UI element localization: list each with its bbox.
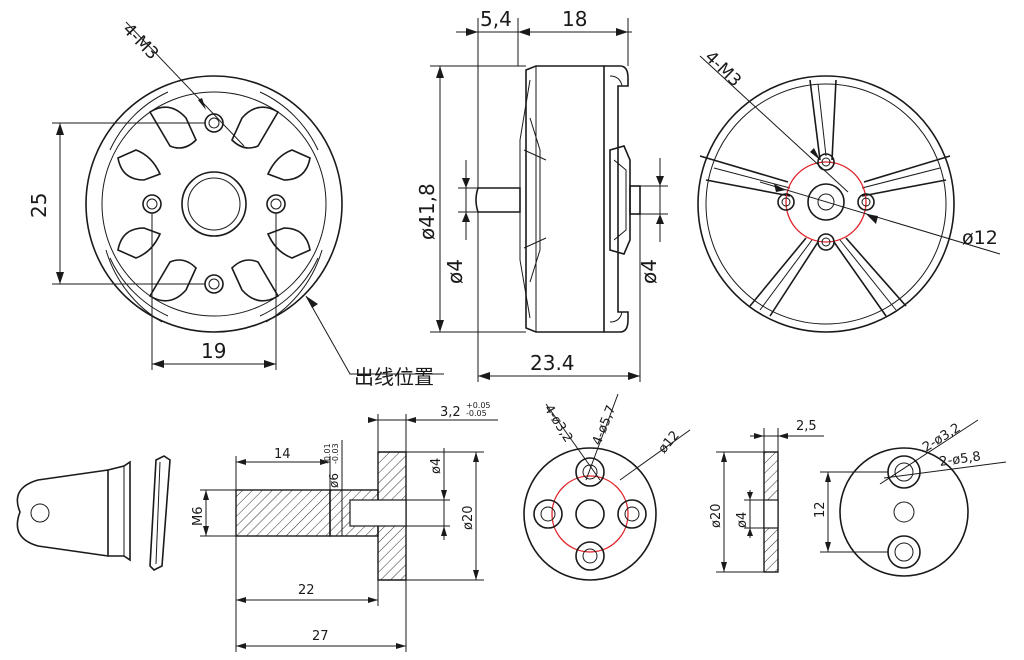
adapter-thread-label: M6 <box>191 507 206 527</box>
adapter-bore-tol-up: -0.01 <box>323 443 332 464</box>
prop-nut <box>16 460 131 562</box>
adapter-length-22-label: 22 <box>298 583 315 598</box>
shaft-left-dia-label: ø4 <box>443 259 467 284</box>
thickness-a-label: 5,4 <box>480 7 512 31</box>
washer-holes-a-label: 2-ø3,2 <box>920 421 963 456</box>
adapter-length-14-label: 14 <box>274 447 291 462</box>
adapter-face: 4-ø3,2 4-ø5,7 ø12 <box>523 393 691 581</box>
washer-inner-dia-label: ø4 <box>735 512 750 528</box>
front-circle-label: ø12 <box>962 227 998 249</box>
rear-spacing-v-label: 25 <box>27 193 51 218</box>
rear-holes-label: 4-M3 <box>118 20 162 64</box>
prop-washer-side <box>149 455 171 571</box>
adapter-flange-tol-dn: -0.05 <box>466 409 487 418</box>
shaft-right-dia-label: ø4 <box>637 259 661 284</box>
washer-thickness-label: 2,5 <box>796 419 817 434</box>
front-bolt-circle <box>785 161 867 243</box>
front-holes-label: 4-M3 <box>701 47 745 91</box>
mount-circle-label: ø12 <box>656 428 683 456</box>
width-label: 23.4 <box>530 351 575 375</box>
washer-spacing-label: 12 <box>813 501 828 518</box>
front-view: 4-M3 ø12 <box>697 47 1001 333</box>
adapter-bore-label: ø6 <box>327 473 341 488</box>
rear-spoke-cutouts <box>117 106 311 302</box>
thickness-b-label: 18 <box>562 7 587 31</box>
washer-holes-b-label: 2-ø5,8 <box>938 449 981 470</box>
rear-view: 4-M3 25 19 出线位置 <box>27 20 444 389</box>
wire-exit-label: 出线位置 <box>354 365 434 389</box>
side-view: 5,4 18 ø41,8 ø4 ø4 23.4 <box>415 7 668 382</box>
adapter-flange-tol-up: +0.05 <box>466 401 491 410</box>
adapter-bolt-circle <box>551 475 629 553</box>
front-spokes <box>699 79 951 317</box>
prop-adapter: 14 M6 ø6 -0.01 -0.03 3,2 +0.05 -0.05 ø4 <box>191 401 498 652</box>
washer-dia-label: ø20 <box>709 504 724 529</box>
mount-holes-b-label: 4-ø5,7 <box>590 403 619 447</box>
adapter-flange-label: 3,2 <box>440 405 461 420</box>
adapter-inner-dia-label: ø4 <box>429 458 444 474</box>
adapter-dia-label: ø20 <box>461 506 476 531</box>
adapter-length-27-label: 27 <box>312 629 329 644</box>
diameter-label: ø41,8 <box>415 183 439 240</box>
mount-holes-a-label: 4-ø3,2 <box>541 402 576 445</box>
washer-face: 12 2-ø3,2 2-ø5,8 <box>813 419 1007 577</box>
rear-spacing-h-label: 19 <box>201 339 226 363</box>
washer-side: 2,5 ø20 ø4 <box>709 419 824 573</box>
adapter-bore-tol-dn: -0.03 <box>331 443 340 464</box>
